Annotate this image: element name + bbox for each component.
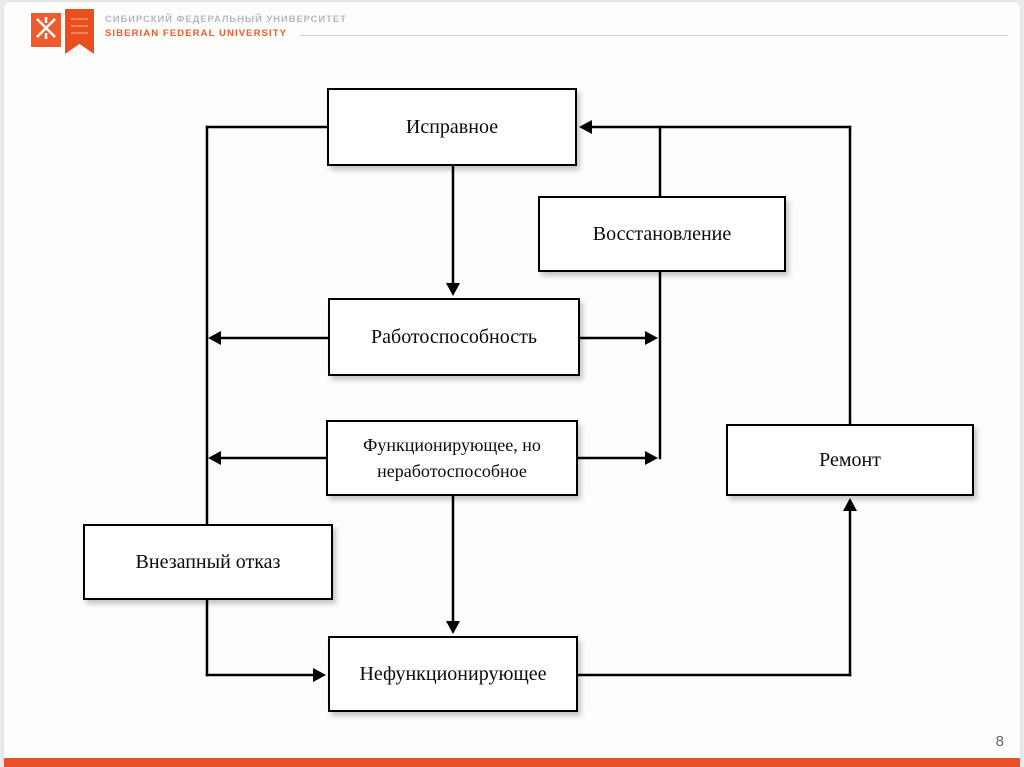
- slide: СИБИРСКИЙ ФЕДЕРАЛЬНЫЙ УНИВЕРСИТЕТ SIBERI…: [4, 2, 1020, 767]
- logo-pennant: [65, 9, 94, 54]
- node-operability: Работоспособность: [328, 298, 580, 376]
- arrow-into-recoveryline-row2: [645, 451, 658, 465]
- node-sudden-failure-label: Внезапный отказ: [135, 550, 281, 573]
- arrow-into-operability-top: [446, 283, 460, 296]
- arrow-into-nonfunctioning-left: [313, 668, 326, 682]
- node-repair: Ремонт: [726, 424, 974, 496]
- logo-pennant-lines: [71, 18, 88, 34]
- header-divider: [300, 35, 1008, 36]
- university-name-en: SIBERIAN FEDERAL UNIVERSITY: [105, 27, 288, 39]
- arrowheads: [208, 120, 857, 682]
- node-recovery-label: Восстановление: [592, 222, 732, 245]
- university-name: СИБИРСКИЙ ФЕДЕРАЛЬНЫЙ УНИВЕРСИТЕТ SIBERI…: [105, 15, 347, 38]
- node-operational: Исправное: [327, 88, 577, 166]
- node-recovery: Восстановление: [538, 196, 786, 272]
- node-repair-label: Ремонт: [819, 448, 881, 471]
- node-functioning-inoperable-label: Функционирующее, но неработоспособное: [363, 434, 541, 481]
- node-sudden-failure: Внезапный отказ: [83, 524, 333, 600]
- node-functioning-inoperable: Функционирующее, но неработоспособное: [326, 420, 578, 496]
- logo-ornament: [36, 17, 56, 39]
- university-logo-icon: [30, 9, 96, 60]
- diagram-connectors: [205, 120, 857, 682]
- arrow-into-nonfunctioning-top: [446, 621, 460, 634]
- arrow-into-recoveryline-row1: [645, 331, 658, 345]
- node-non-functioning: Нефункционирующее: [328, 636, 578, 712]
- page-number: 8: [995, 733, 1004, 750]
- arrow-into-repair-bottom: [843, 498, 857, 511]
- node-operational-label: Исправное: [405, 115, 499, 138]
- arrow-into-trunk-row2: [208, 451, 221, 465]
- arrow-into-trunk-row1: [208, 331, 221, 345]
- university-name-ru: СИБИРСКИЙ ФЕДЕРАЛЬНЫЙ УНИВЕРСИТЕТ: [105, 14, 347, 25]
- bottom-accent-bar: [4, 758, 1020, 767]
- node-operability-label: Работоспособность: [371, 325, 537, 348]
- arrow-into-operational-right: [579, 120, 592, 134]
- node-non-functioning-label: Нефункционирующее: [359, 662, 547, 685]
